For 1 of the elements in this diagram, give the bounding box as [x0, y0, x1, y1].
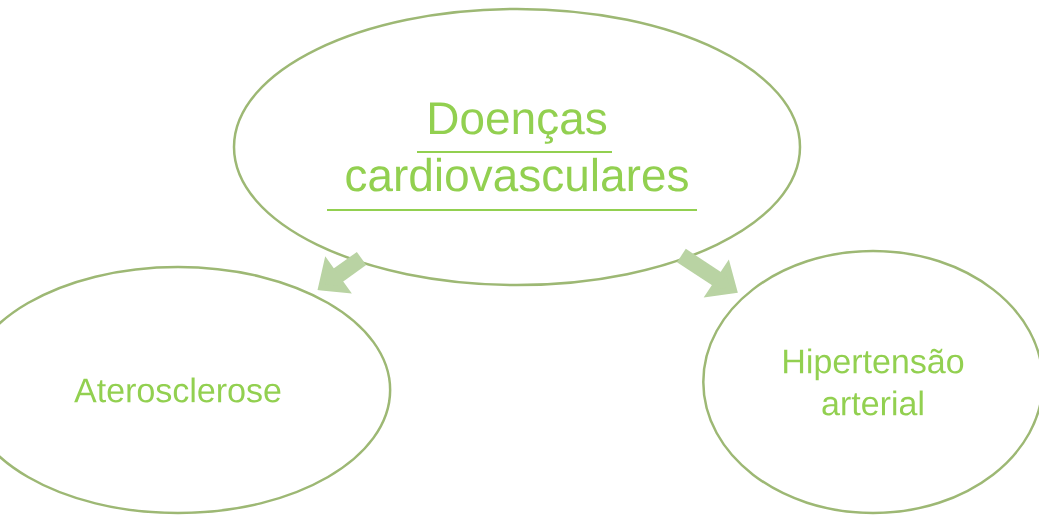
ellipse-node: Doenças cardiovasculares	[232, 7, 802, 287]
